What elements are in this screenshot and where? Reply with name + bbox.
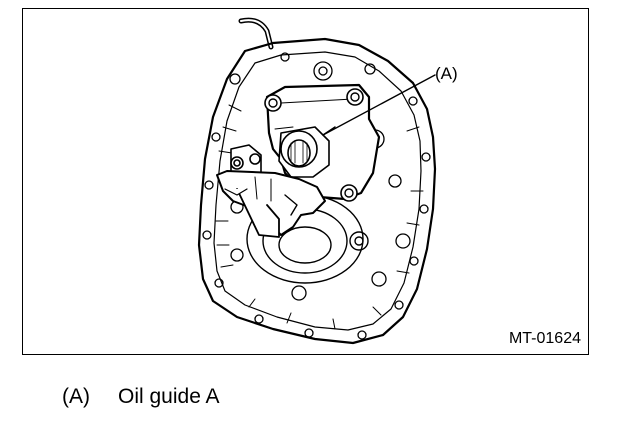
case-inner-flange [213,51,422,331]
transmission-case-drawing [197,17,437,345]
lower-guide-plate [216,170,326,238]
breather-pipe [238,17,274,50]
legend-item: (A) Oil guide A [62,385,220,409]
callout-label-a: (A) [435,64,458,83]
illustration-frame: (A) MT-01624 [22,8,589,355]
legend-code: (A) [62,385,90,408]
case-outer-flange [197,37,437,345]
legend-text: Oil guide A [118,385,220,408]
shaft-boss [278,126,330,178]
case-ribs [215,104,424,330]
flange-bolt-holes [202,52,431,340]
figure-id: MT-01624 [508,330,581,347]
callout-leader-line [322,74,436,136]
